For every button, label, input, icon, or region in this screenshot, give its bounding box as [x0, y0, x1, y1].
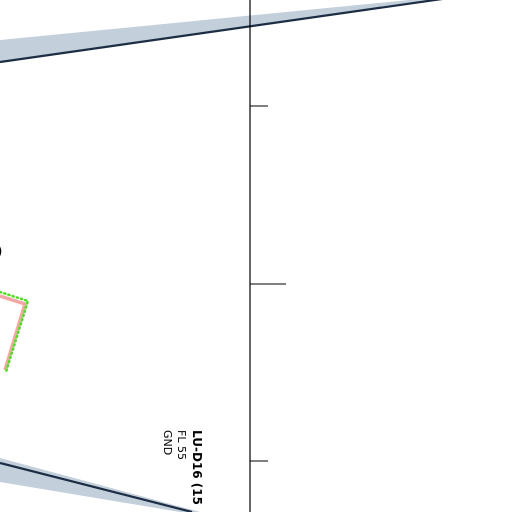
restricted-area-outline: [0, 294, 28, 371]
partial-label-fragment: ): [0, 244, 2, 260]
restricted-area[interactable]: [0, 290, 30, 374]
top-border-band: [0, 0, 443, 64]
top-border-edge: [0, 0, 443, 64]
bottom-border-edge: [0, 461, 193, 512]
bottom-border-fill: [0, 458, 200, 512]
bottom-border-band: [0, 458, 200, 512]
airspace-lower-limit: GND: [161, 430, 174, 455]
meridian-line: [249, 0, 286, 512]
airspace-upper-limit: FL 55: [175, 430, 188, 460]
airspace-label: LU-D16 (15 FL 55 GND: [161, 430, 204, 505]
restricted-area-dots: [0, 290, 30, 374]
airspace-name: LU-D16 (15: [190, 430, 204, 505]
